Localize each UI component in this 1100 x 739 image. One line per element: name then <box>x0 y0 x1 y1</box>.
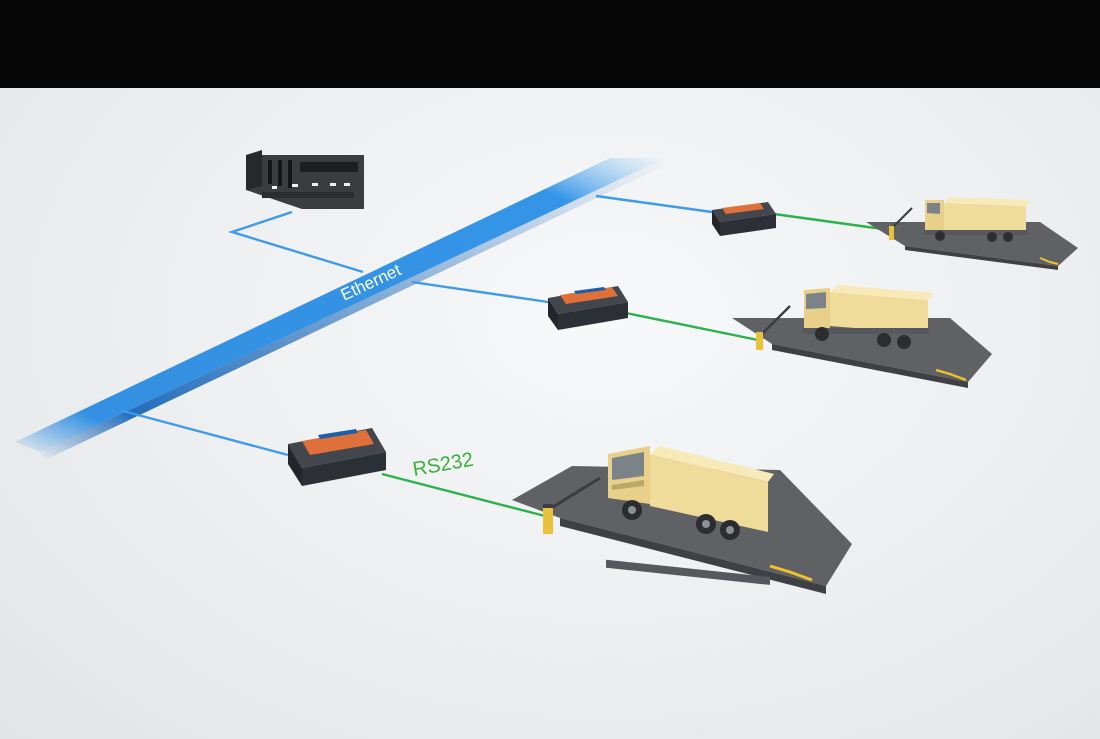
serial-device-server-bottom <box>288 428 386 486</box>
rs232-links <box>381 212 891 518</box>
barrier-gate-top <box>889 207 913 240</box>
rs232-link-middle <box>625 311 759 342</box>
barrier-gate-bottom <box>543 476 601 534</box>
dump-truck-middle <box>803 285 934 349</box>
ethernet-link-device-bottom <box>122 409 289 457</box>
ethernet-links <box>122 194 713 457</box>
rs232-label: RS232 <box>411 449 475 481</box>
ethernet-link-device-middle <box>411 280 549 304</box>
serial-device-server-top <box>712 202 776 236</box>
dump-truck-top <box>924 197 1030 242</box>
top-black-banner <box>0 0 1100 88</box>
ethernet-link-control-room <box>228 210 364 274</box>
serial-device-server-middle <box>548 286 628 330</box>
rs232-link-bottom <box>381 472 546 518</box>
ethernet-link-device-top <box>595 194 713 214</box>
control-room-icon <box>246 150 364 209</box>
barrier-gate-middle <box>756 305 791 350</box>
ethernet-backbone <box>15 158 668 460</box>
dump-truck-bottom <box>606 446 774 585</box>
rs232-link-top <box>773 212 891 232</box>
